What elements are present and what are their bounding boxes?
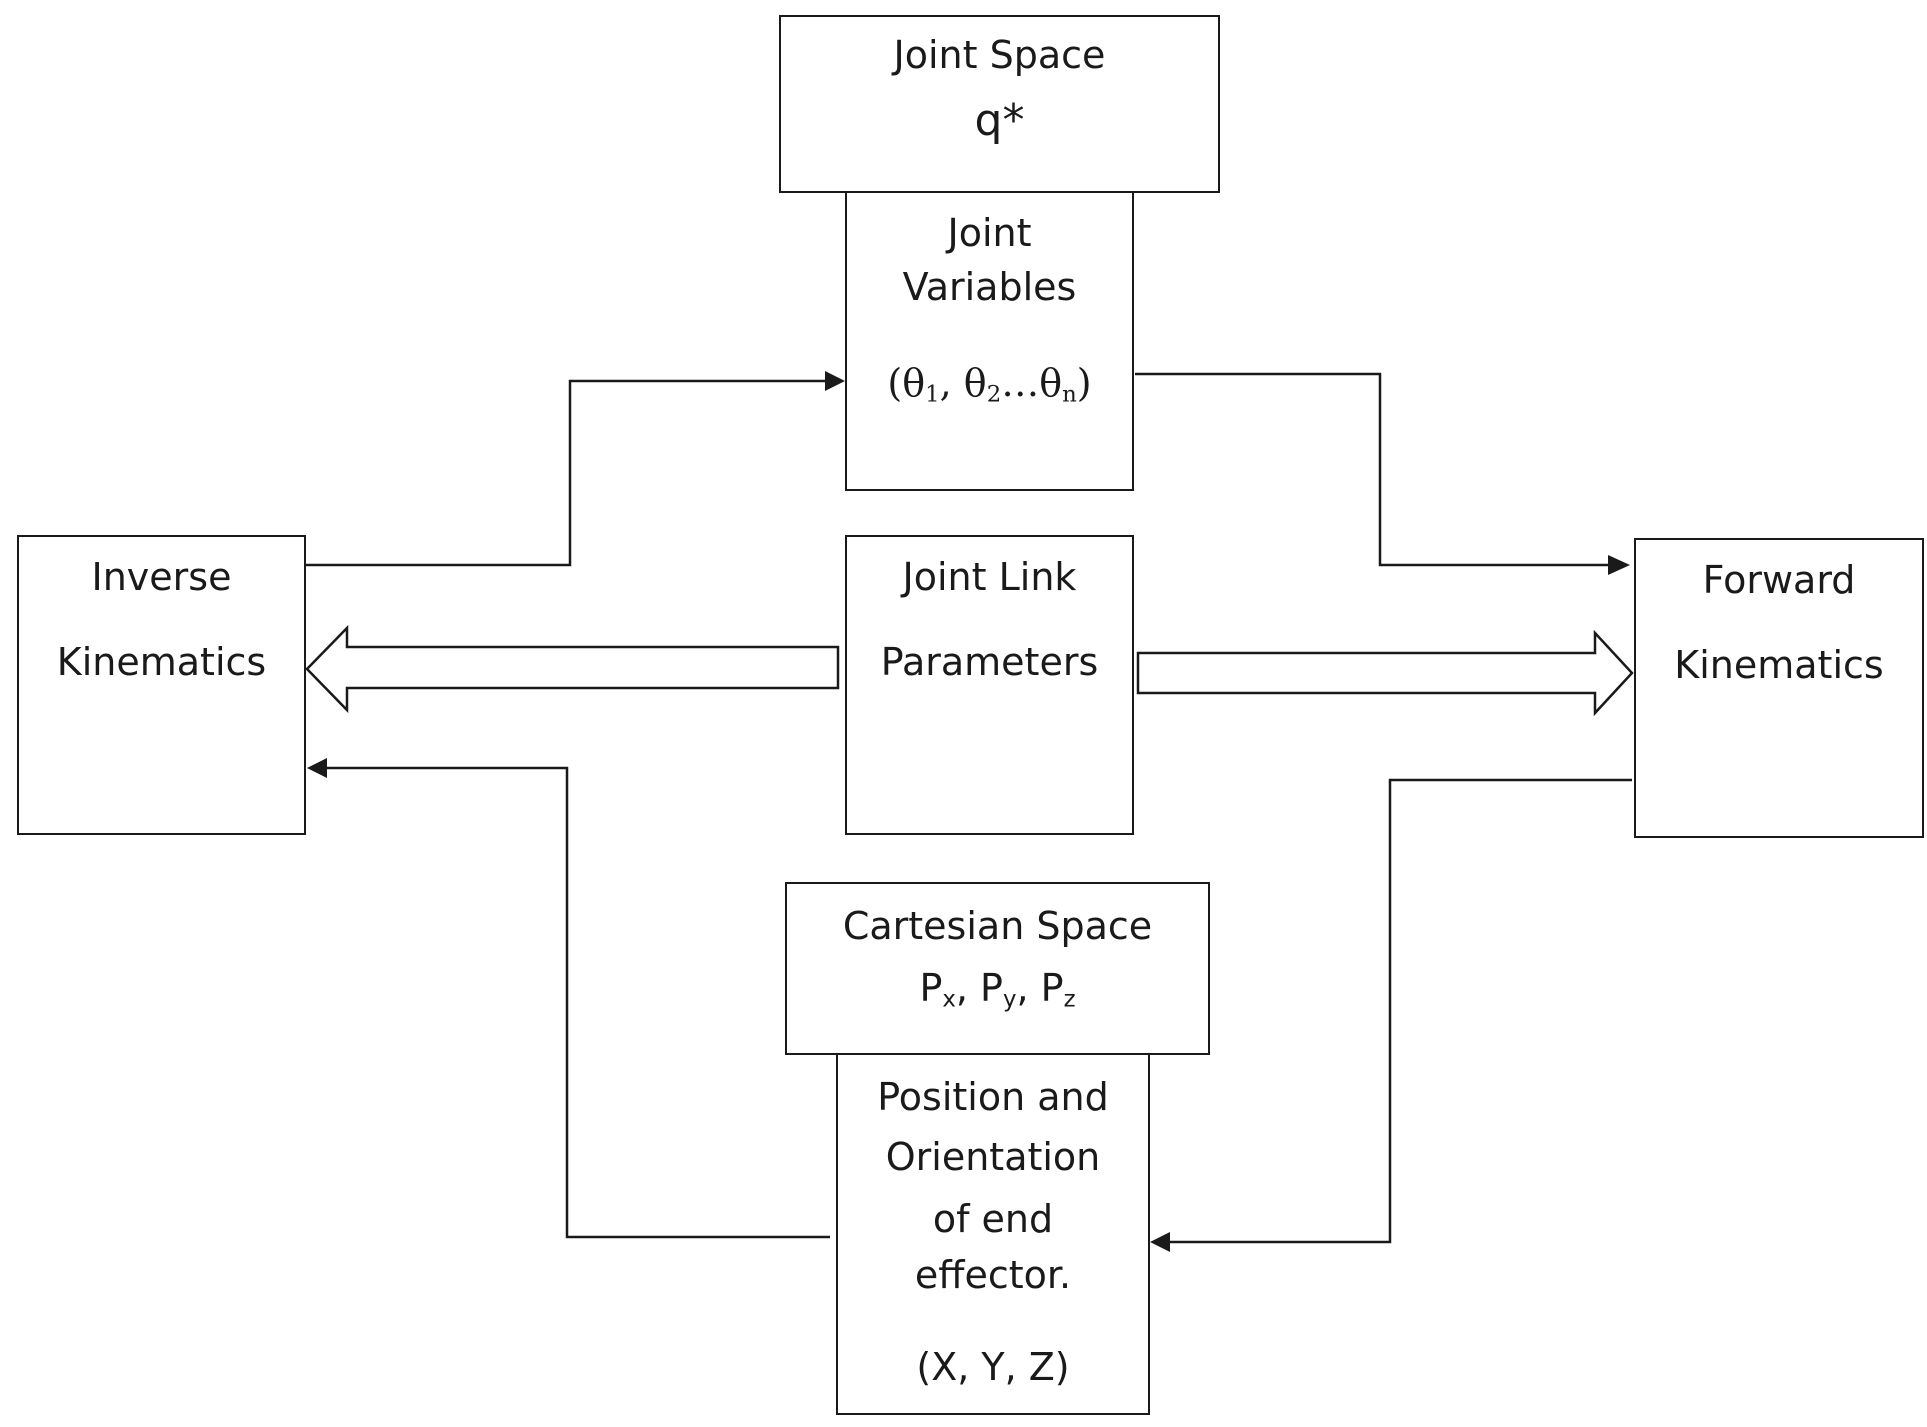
joint-variables-line2: Variables [902,265,1077,309]
inverse-kinematics-box: Inverse Kinematics [17,535,306,835]
theta-sub-n: n [1062,381,1077,408]
end-effector-box: Position and Orientation of end effector… [836,1055,1150,1415]
formula-open: ( [887,361,903,405]
theta-sub-2: 2 [986,381,1002,408]
joint-link-line1: Joint Link [902,555,1077,599]
p-symbol: P [919,966,943,1010]
joint-space-symbol: q* [974,95,1025,146]
hollow-arrow-to-inverse [305,624,840,714]
inverse-kinematics-line1: Inverse [91,555,232,599]
comma: , [1016,966,1041,1010]
sub-x: x [942,986,956,1013]
forward-to-end-effector-line [1168,778,1632,1244]
joint-variables-box: Joint Variables (θ1, θ2…θn) [845,193,1134,491]
joint-variables-formula: (θ1, θ2…θn) [847,361,1132,407]
joint-variables-line1: Joint [947,211,1032,255]
arrowhead-to-end-effector [1150,1232,1170,1252]
theta-symbol: θ [902,361,926,405]
joint-space-title: Joint Space [893,33,1106,77]
p-symbol: P [1040,966,1064,1010]
theta-sub-1: 1 [925,381,940,408]
joint-space-box: Joint Space q* [779,15,1220,193]
formula-sep: , [939,361,964,405]
forward-kinematics-line1: Forward [1702,558,1856,602]
end-effector-line4: effector. [914,1253,1072,1297]
cartesian-space-title: Cartesian Space [842,904,1153,948]
arrowhead-to-forward-kinematics [1608,555,1630,575]
sub-y: y [1002,986,1017,1013]
theta-symbol: θ [1039,361,1063,405]
joint-link-line2: Parameters [880,640,1099,684]
inverse-to-joint-variables-line [305,379,828,567]
forward-kinematics-line2: Kinematics [1674,643,1884,687]
theta-symbol: θ [963,361,987,405]
joint-link-parameters-box: Joint Link Parameters [845,535,1134,835]
cartesian-space-box: Cartesian Space Px, Py, Pz [785,882,1210,1055]
arrowhead-to-joint-variables [825,371,845,391]
formula-ellipsis: … [1001,361,1040,405]
end-effector-line2: Orientation [885,1135,1101,1179]
end-effector-to-inverse-line [325,766,830,1239]
sub-z: z [1063,986,1076,1013]
joint-variables-to-forward-line [1135,372,1608,567]
p-symbol: P [980,966,1003,1010]
cartesian-space-coords: Px, Py, Pz [787,966,1208,1012]
end-effector-coords: (X, Y, Z) [916,1345,1070,1389]
arrowhead-to-inverse-kinematics [307,758,327,778]
end-effector-line3: of end [932,1197,1054,1241]
inverse-kinematics-line2: Kinematics [56,640,267,684]
hollow-arrow-to-forward [1136,629,1634,717]
comma: , [955,966,981,1010]
forward-kinematics-box: Forward Kinematics [1634,538,1924,838]
formula-close: ) [1076,361,1092,405]
end-effector-line1: Position and [877,1075,1109,1119]
